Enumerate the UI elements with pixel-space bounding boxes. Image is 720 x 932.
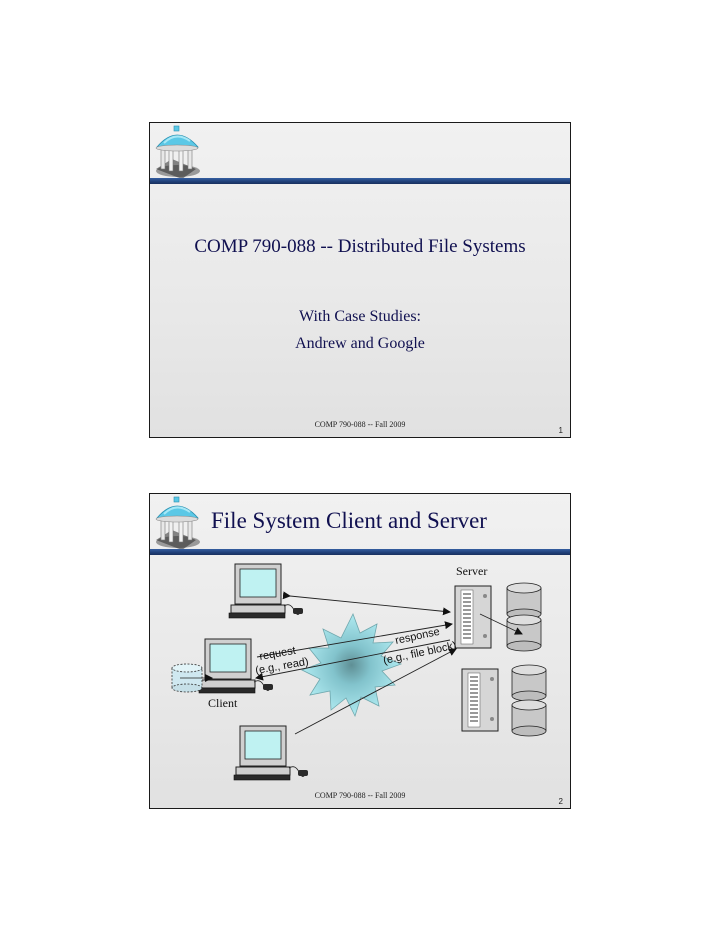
client-server-diagram: request (e.g., read) response (e.g., fil… bbox=[171, 563, 547, 781]
client-workstation-icon bbox=[198, 638, 256, 694]
server-bottom-icon bbox=[461, 668, 499, 732]
slide-2: File System Client and Server bbox=[149, 493, 571, 809]
title-rule bbox=[150, 549, 570, 555]
slide-title: File System Client and Server bbox=[211, 508, 487, 533]
old-well-logo-icon bbox=[155, 496, 200, 550]
slide-subtitle-line1: With Case Studies: bbox=[298, 308, 421, 325]
workstation-bottom-icon bbox=[233, 725, 291, 781]
slide-footer: COMP 790-088 -- Fall 2009 bbox=[314, 791, 406, 800]
disk-icon bbox=[511, 664, 547, 702]
request-arrow bbox=[256, 621, 453, 658]
workstation-top-icon bbox=[228, 563, 286, 619]
page-number: 2 bbox=[558, 797, 563, 806]
title-rule bbox=[150, 178, 570, 184]
connection-arrow bbox=[294, 648, 457, 735]
server-label: Server bbox=[456, 564, 488, 578]
disk-icon bbox=[511, 699, 547, 737]
old-well-logo-icon bbox=[155, 125, 200, 179]
slide-footer: COMP 790-088 -- Fall 2009 bbox=[314, 420, 406, 429]
slide-subtitle-line2: Andrew and Google bbox=[295, 335, 425, 352]
client-cache-disk-icon bbox=[171, 663, 203, 693]
response-example-label: (e.g., file block) bbox=[382, 640, 457, 667]
slide-1: COMP 790-088 -- Distributed File Systems… bbox=[149, 122, 571, 438]
disk-icon bbox=[506, 614, 542, 652]
page-number: 1 bbox=[558, 426, 563, 435]
response-arrow bbox=[255, 639, 451, 681]
slide-title: COMP 790-088 -- Distributed File Systems bbox=[194, 236, 526, 257]
disk-icon bbox=[506, 582, 542, 620]
connection-arrow bbox=[282, 591, 451, 616]
client-label: Client bbox=[208, 696, 238, 710]
slide-header bbox=[150, 123, 570, 178]
